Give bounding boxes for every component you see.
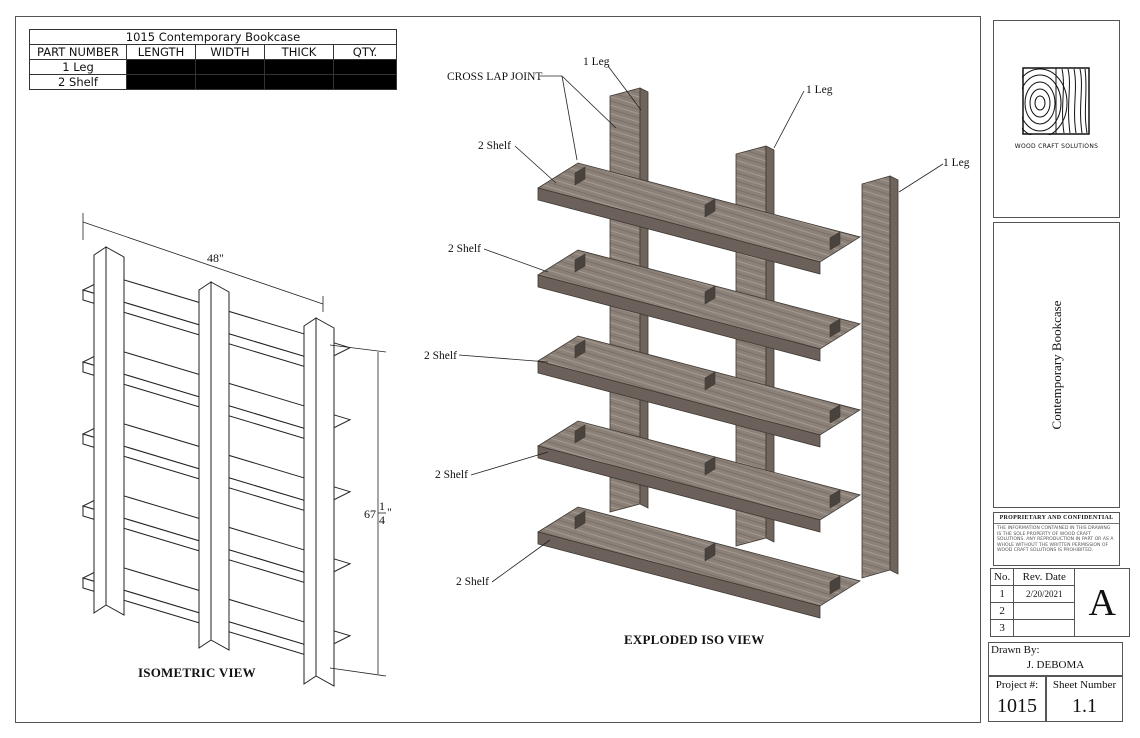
iso-leg xyxy=(198,281,212,649)
rev-date xyxy=(1013,602,1076,620)
table-row: 2 Shelf xyxy=(29,74,397,90)
table-row: 1 2/20/2021 xyxy=(989,585,1130,603)
proprietary-heading: PROPRIETARY AND CONFIDENTIAL xyxy=(994,513,1119,524)
proprietary-text: THE INFORMATION CONTAINED IN THIS DRAWIN… xyxy=(997,526,1114,554)
cross-lap-notch xyxy=(829,575,841,595)
cross-lap-notch xyxy=(574,510,586,530)
drawn-by-label: Drawn By: xyxy=(991,644,1040,656)
callout-shelf-5: 2 Shelf xyxy=(456,576,489,588)
iso-leg-side xyxy=(315,317,335,687)
cross-lap-notch xyxy=(829,231,841,251)
iso-leg-side xyxy=(105,246,125,616)
redacted-cell xyxy=(264,74,334,90)
project-label: Project #: xyxy=(995,679,1039,691)
rev-no: 2 xyxy=(989,602,1015,620)
cross-lap-notch xyxy=(704,456,716,476)
table-row: 2 xyxy=(989,602,1130,620)
callout-shelf-1: 2 Shelf xyxy=(478,140,511,152)
callout-leg-2: 1 Leg xyxy=(806,84,833,96)
header-thick: THICK xyxy=(264,44,334,60)
isometric-view-label: ISOMETRIC VIEW xyxy=(138,665,256,680)
rev-header-no: No. xyxy=(989,568,1015,586)
redacted-cell xyxy=(126,74,196,90)
height-dimension-inch: " xyxy=(387,505,392,519)
cross-lap-notch xyxy=(829,318,841,338)
project-number: 1015 xyxy=(997,695,1037,717)
cross-lap-notch xyxy=(574,424,586,444)
header-part-number: PART NUMBER xyxy=(29,44,127,60)
callout-leg-1: 1 Leg xyxy=(583,56,610,68)
height-dimension-den: 4 xyxy=(379,513,385,527)
drawing-title: Contemporary Bookcase xyxy=(1048,300,1064,430)
sheet-number: 1.1 xyxy=(1072,695,1097,717)
exploded-shelf-edge xyxy=(537,360,821,448)
cross-lap-notch xyxy=(704,198,716,218)
leader-lines xyxy=(458,65,944,583)
rev-header-date: Rev. Date xyxy=(1013,568,1076,586)
drawing-border xyxy=(15,16,981,723)
exploded-leg-side xyxy=(889,175,899,575)
cross-lap-notch xyxy=(829,489,841,509)
drawn-by-name: J. DEBOMA xyxy=(1026,659,1085,671)
callout-leg-3: 1 Leg xyxy=(943,157,970,169)
rev-date: 2/20/2021 xyxy=(1013,585,1076,603)
logo-panel: WOOD CRAFT SOLUTIONS xyxy=(993,20,1120,218)
callout-cross-lap-joint: CROSS LAP JOINT xyxy=(447,71,542,83)
width-dimension: 48" xyxy=(207,251,224,265)
exploded-shelf-edge xyxy=(537,187,821,275)
callout-shelf-4: 2 Shelf xyxy=(435,469,468,481)
exploded-shelf-edge xyxy=(537,531,821,619)
proprietary-panel: PROPRIETARY AND CONFIDENTIAL THE INFORMA… xyxy=(993,512,1120,566)
cross-lap-notch xyxy=(574,166,586,186)
part-cell: 2 Shelf xyxy=(29,74,127,90)
cross-lap-notch xyxy=(704,285,716,305)
revision-table: No. Rev. Date A 1 2/20/2021 2 3 xyxy=(989,568,1131,637)
sheet-label: Sheet Number xyxy=(1052,679,1117,691)
exploded-shelf-edge xyxy=(537,274,821,362)
cross-lap-notch xyxy=(829,404,841,424)
rev-no: 1 xyxy=(989,585,1015,603)
exploded-bookcase xyxy=(537,87,899,619)
header-qty: QTY. xyxy=(333,44,397,60)
table-row: 3 xyxy=(989,619,1130,637)
parts-table: 1015 Contemporary Bookcase PART NUMBER L… xyxy=(29,29,397,90)
wood-logo-icon xyxy=(1022,67,1090,135)
title-panel: Contemporary Bookcase xyxy=(993,222,1120,508)
height-dimension-whole: 67 xyxy=(364,507,376,521)
revision-letter: A xyxy=(1074,568,1131,637)
iso-leg xyxy=(93,246,107,614)
callout-shelf-3: 2 Shelf xyxy=(424,350,457,362)
cross-lap-notch xyxy=(574,253,586,273)
company-name: WOOD CRAFT SOLUTIONS xyxy=(1014,143,1099,150)
drawn-by-panel: Drawn By: J. DEBOMA xyxy=(988,642,1123,676)
iso-leg xyxy=(303,317,317,685)
isometric-bookcase xyxy=(81,246,352,687)
redacted-cell xyxy=(333,74,397,90)
rev-no: 3 xyxy=(989,619,1015,637)
cross-lap-notch xyxy=(704,371,716,391)
cross-lap-notch xyxy=(704,542,716,562)
height-dimension-num: 1 xyxy=(379,499,385,513)
project-panel: Project #: 1015 xyxy=(988,676,1046,722)
exploded-shelf-edge xyxy=(537,445,821,533)
callout-shelf-2: 2 Shelf xyxy=(448,243,481,255)
sheet-panel: Sheet Number 1.1 xyxy=(1046,676,1123,722)
exploded-leg xyxy=(861,175,891,579)
rev-date xyxy=(1013,619,1076,637)
exploded-view-label: EXPLODED ISO VIEW xyxy=(624,632,765,647)
iso-leg-side xyxy=(210,281,230,651)
cross-lap-notch xyxy=(574,339,586,359)
